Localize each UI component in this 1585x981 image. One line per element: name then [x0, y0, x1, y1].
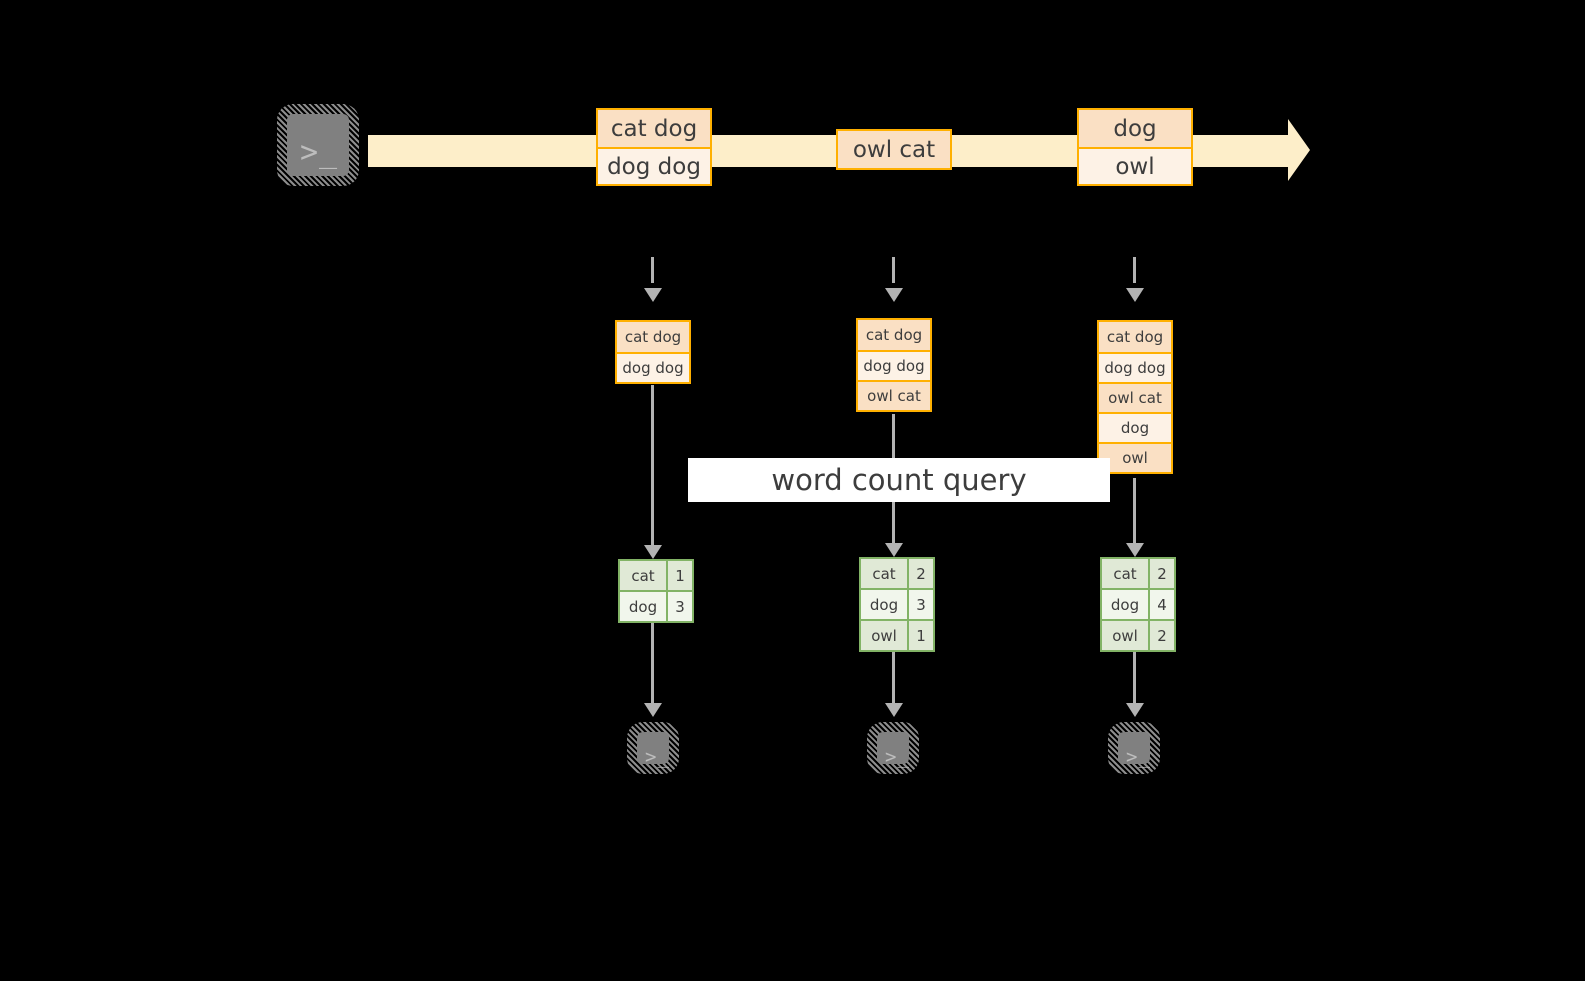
table-row: dog 3: [620, 590, 692, 621]
stream-batch-3-line-1: dog: [1079, 110, 1191, 147]
stream-batch-2: owl cat: [836, 129, 952, 170]
result-3-word-2: dog: [1102, 590, 1148, 619]
query-connector-1-arrowhead-icon: [644, 545, 662, 559]
table-row: cat 2: [1102, 559, 1174, 588]
sink-connector-3: [1133, 652, 1136, 707]
input-table-2-row-3: owl cat: [858, 380, 930, 410]
input-table-1: cat dog dog dog: [615, 320, 691, 384]
sink-terminal-1[interactable]: >_: [627, 722, 679, 774]
query-connector-2-arrowhead-icon: [885, 543, 903, 557]
stream-batch-3: dog owl: [1077, 108, 1193, 186]
stream-batch-1-line-1: cat dog: [598, 110, 710, 147]
result-1-count-2: 3: [666, 592, 692, 621]
table-row: cat 2: [861, 559, 933, 588]
query-connector-3: [1133, 478, 1136, 544]
input-table-3-row-2: dog dog: [1099, 352, 1171, 382]
input-table-2-row-1: cat dog: [858, 320, 930, 350]
result-2-count-1: 2: [907, 559, 933, 588]
result-1-count-1: 1: [666, 561, 692, 590]
table-row: owl 2: [1102, 619, 1174, 650]
input-table-2-row-2: dog dog: [858, 350, 930, 380]
result-3-count-3: 2: [1148, 621, 1174, 650]
terminal-prompt-icon: >_: [645, 746, 670, 768]
terminal-prompt-icon: >_: [885, 746, 910, 768]
result-3-word-1: cat: [1102, 559, 1148, 588]
table-row: cat 1: [620, 561, 692, 590]
result-1-word-1: cat: [620, 561, 666, 590]
terminal-prompt-icon: >_: [300, 135, 339, 170]
sink-connector-2-arrowhead-icon: [885, 703, 903, 717]
query-label-banner: word count query: [688, 458, 1110, 502]
stream-batch-1-line-2: dog dog: [598, 147, 710, 184]
input-table-2: cat dog dog dog owl cat: [856, 318, 932, 412]
query-connector-1: [651, 385, 654, 545]
sink-terminal-2[interactable]: >_: [867, 722, 919, 774]
table-row: owl 1: [861, 619, 933, 650]
result-2-count-3: 1: [907, 621, 933, 650]
query-connector-3-arrowhead-icon: [1126, 543, 1144, 557]
result-2-count-2: 3: [907, 590, 933, 619]
input-table-1-row-1: cat dog: [617, 322, 689, 352]
terminal-prompt-icon: >_: [1126, 746, 1151, 768]
result-2-word-2: dog: [861, 590, 907, 619]
input-table-3-row-5: owl: [1099, 442, 1171, 472]
terminal-body: [637, 732, 669, 764]
sink-connector-1-arrowhead-icon: [644, 703, 662, 717]
result-3-count-2: 4: [1148, 590, 1174, 619]
input-table-3-row-3: owl cat: [1099, 382, 1171, 412]
stream-batch-2-line-1: owl cat: [838, 131, 950, 168]
terminal-body: [1118, 732, 1150, 764]
result-2-word-1: cat: [861, 559, 907, 588]
sink-connector-3-arrowhead-icon: [1126, 703, 1144, 717]
result-2-word-3: owl: [861, 621, 907, 650]
dashed-connector-1-arrowhead-icon: [644, 288, 662, 302]
input-table-3-row-1: cat dog: [1099, 322, 1171, 352]
dashed-connector-2-arrowhead-icon: [885, 288, 903, 302]
result-table-2: cat 2 dog 3 owl 1: [859, 557, 935, 652]
dashed-connector-1-segment: [651, 257, 654, 283]
input-table-3-row-4: dog: [1099, 412, 1171, 442]
sink-connector-1: [651, 623, 654, 707]
sink-terminal-3[interactable]: >_: [1108, 722, 1160, 774]
terminal-body: [877, 732, 909, 764]
input-table-1-row-2: dog dog: [617, 352, 689, 382]
source-terminal[interactable]: >_: [277, 104, 359, 186]
result-1-word-2: dog: [620, 592, 666, 621]
sink-connector-2: [892, 652, 895, 707]
dashed-connector-2-segment: [892, 257, 895, 283]
result-table-1: cat 1 dog 3: [618, 559, 694, 623]
table-row: dog 3: [861, 588, 933, 619]
stream-arrowhead-icon: [1288, 119, 1310, 181]
stream-batch-1: cat dog dog dog: [596, 108, 712, 186]
dashed-connector-3-segment: [1133, 257, 1136, 283]
stream-batch-3-line-2: owl: [1079, 147, 1191, 184]
table-row: dog 4: [1102, 588, 1174, 619]
result-3-count-1: 2: [1148, 559, 1174, 588]
terminal-body: [287, 114, 349, 176]
result-3-word-3: owl: [1102, 621, 1148, 650]
result-table-3: cat 2 dog 4 owl 2: [1100, 557, 1176, 652]
dashed-connector-3-arrowhead-icon: [1126, 288, 1144, 302]
query-label-text: word count query: [771, 463, 1027, 497]
input-table-3: cat dog dog dog owl cat dog owl: [1097, 320, 1173, 474]
